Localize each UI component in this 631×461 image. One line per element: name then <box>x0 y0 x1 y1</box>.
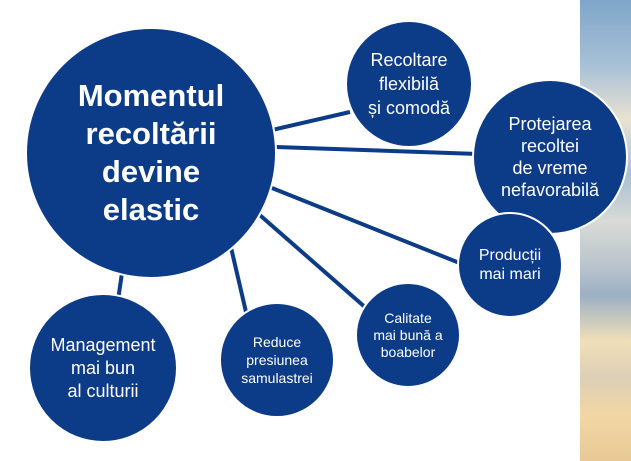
benefit-label: Calitate mai bună a boabelor <box>373 309 443 360</box>
connector-quality <box>252 208 368 310</box>
connector-protect <box>275 145 479 156</box>
central-concept-bubble: Momentul recoltării devine elastic <box>25 27 277 279</box>
benefit-grain-quality-bubble: Calitate mai bună a boabelor <box>355 282 461 388</box>
benefit-volunteer-pressure-bubble: Reduce presiunea samulastrei <box>219 302 335 418</box>
benefit-label: Recoltare flexibilă și comodă <box>367 50 451 118</box>
connector-production <box>266 184 463 266</box>
benefit-label: Protejarea recoltei de vreme nefavorabil… <box>500 114 600 200</box>
benefit-weather-protection-bubble: Protejarea recoltei de vreme nefavorabil… <box>472 79 628 235</box>
connector-flexible <box>271 110 351 132</box>
benefit-crop-management-bubble: Management mai bun al culturii <box>28 293 178 443</box>
central-concept-label: Momentul recoltării devine elastic <box>77 78 225 227</box>
benefit-label: Management mai bun al culturii <box>50 334 156 401</box>
benefit-label: Reduce presiunea samulastrei <box>241 334 313 386</box>
benefit-flexible-harvest-bubble: Recoltare flexibilă și comodă <box>345 20 473 148</box>
benefit-higher-yield-bubble: Producții mai mari <box>457 212 563 318</box>
benefit-label: Producții mai mari <box>478 247 542 283</box>
sky-photo-strip <box>580 0 631 461</box>
